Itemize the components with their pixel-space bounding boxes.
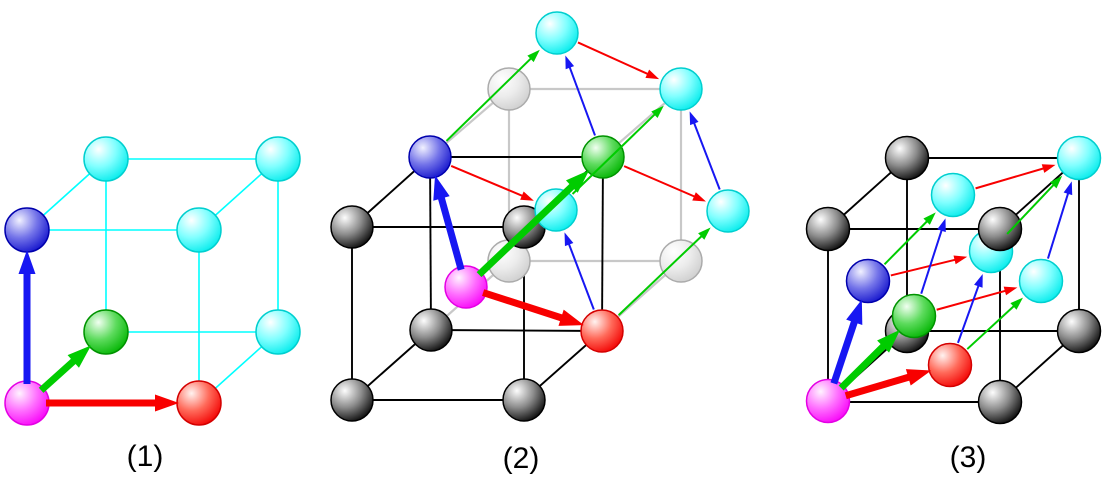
blue-translation-arrow	[568, 65, 596, 136]
green-translation-arrow-head	[527, 49, 540, 63]
blue-primitive-vector-arrow-head	[846, 299, 863, 325]
black-atom-sphere	[977, 379, 1023, 425]
blue-translation-arrow-head	[689, 111, 699, 126]
cyan-atom-sphere	[1056, 135, 1102, 181]
black-atom-sphere	[330, 205, 374, 249]
red-atom-sphere	[927, 342, 973, 388]
red-translation-arrow	[936, 289, 1008, 311]
black-atom-sphere	[805, 206, 851, 252]
blue-translation-arrow-head	[937, 218, 946, 233]
blue-atom-sphere	[845, 258, 891, 304]
green-translation-arrow	[571, 112, 657, 195]
cyan-atom-sphere	[659, 67, 703, 111]
black-atom-sphere	[977, 206, 1023, 252]
red-translation-arrow	[623, 165, 697, 199]
diagram-3-label: (3)	[949, 441, 987, 474]
red-primitive-vector-arrow-head	[155, 394, 179, 412]
red-translation-arrow	[890, 258, 957, 277]
green-atom-sphere	[581, 135, 625, 179]
green-translation-arrow	[617, 234, 704, 316]
red-translation-arrow-head	[1003, 286, 1018, 296]
red-primitive-vector-arrow-head	[558, 309, 584, 326]
black-atom-sphere	[409, 308, 453, 352]
green-translation-arrow-head	[651, 105, 664, 118]
green-translation-arrow	[445, 56, 533, 142]
gray-atom-sphere	[659, 239, 703, 283]
red-translation-arrow	[975, 167, 1046, 190]
magenta-atom-sphere	[805, 378, 851, 424]
green-primitive-vector-arrow	[838, 342, 887, 391]
green-translation-arrow-head	[1010, 297, 1023, 310]
blue-atom-sphere	[408, 135, 452, 179]
red-atom-sphere	[176, 380, 222, 426]
green-translation-arrow	[966, 304, 1016, 350]
red-atom-sphere	[580, 309, 624, 353]
black-atom-sphere	[884, 135, 930, 181]
blue-translation-arrow-head	[564, 232, 574, 247]
green-translation-arrow-head	[698, 227, 711, 240]
cyan-atom-sphere	[706, 189, 750, 233]
green-translation-arrow-head	[923, 212, 936, 225]
green-translation-arrow-head	[1049, 175, 1063, 189]
gray-atom-sphere	[487, 67, 531, 111]
green-translation-arrow	[1006, 183, 1056, 235]
blue-translation-arrow-head	[565, 55, 575, 70]
red-translation-arrow	[577, 41, 650, 76]
diagram-1-primitive-cubic-cell	[4, 136, 301, 426]
red-translation-arrow-head	[953, 255, 968, 265]
blue-translation-arrow	[1046, 191, 1070, 259]
black-cube-edge	[430, 329, 603, 332]
blue-translation-arrow	[920, 228, 944, 294]
blue-primitive-vector-arrow-head	[18, 250, 36, 274]
green-primitive-vector-arrow	[38, 357, 78, 393]
cyan-atom-sphere	[255, 309, 301, 355]
blue-translation-arrow	[957, 284, 980, 344]
red-translation-arrow	[450, 164, 525, 198]
green-primitive-vector-arrow-head	[565, 170, 590, 193]
red-translation-arrow-head	[520, 191, 534, 201]
diagram-2-label: (2)	[502, 442, 540, 475]
blue-translation-arrow-head	[974, 274, 983, 288]
cyan-atom-sphere	[255, 136, 301, 182]
black-atom-sphere	[330, 378, 374, 422]
cyan-atom-sphere	[534, 188, 578, 232]
blue-translation-arrow	[567, 242, 595, 310]
red-translation-arrow-head	[692, 192, 706, 202]
diagram-1-label: (1)	[126, 440, 164, 473]
cyan-atom-sphere	[83, 136, 129, 182]
red-primitive-vector-arrow	[844, 373, 912, 400]
green-primitive-vector-arrow-head	[877, 329, 901, 353]
cyan-atom-sphere	[1018, 258, 1064, 304]
green-primitive-vector-arrow-head	[67, 345, 92, 368]
blue-primitive-vector-arrow	[437, 195, 465, 271]
red-translation-arrow-head	[645, 69, 660, 80]
blue-primitive-vector-arrow	[830, 319, 859, 385]
red-primitive-vector-arrow	[482, 289, 565, 322]
red-primitive-vector-arrow-head	[905, 369, 932, 386]
cyan-atom-sphere	[930, 172, 976, 218]
diagram-2-body-centered-cubic-cell	[330, 11, 750, 422]
blue-primitive-vector-arrow-head	[433, 175, 450, 201]
green-translation-arrow	[883, 219, 929, 265]
cyan-atom-sphere	[176, 207, 222, 253]
red-translation-arrow-head	[1041, 164, 1056, 173]
blue-translation-arrow	[692, 121, 721, 190]
blue-translation-arrow-head	[1063, 181, 1073, 196]
green-atom-sphere	[891, 293, 937, 339]
black-atom-sphere	[1056, 308, 1102, 354]
black-cube-edge	[601, 156, 604, 332]
black-cube-edge	[429, 156, 432, 331]
green-primitive-vector-arrow	[476, 182, 576, 278]
diagram-3-face-centered-cubic-cell	[805, 135, 1102, 425]
green-atom-sphere	[83, 309, 129, 355]
blue-atom-sphere	[4, 207, 50, 253]
magenta-atom-sphere	[444, 265, 488, 309]
cyan-atom-sphere	[535, 11, 579, 55]
black-atom-sphere	[502, 378, 546, 422]
